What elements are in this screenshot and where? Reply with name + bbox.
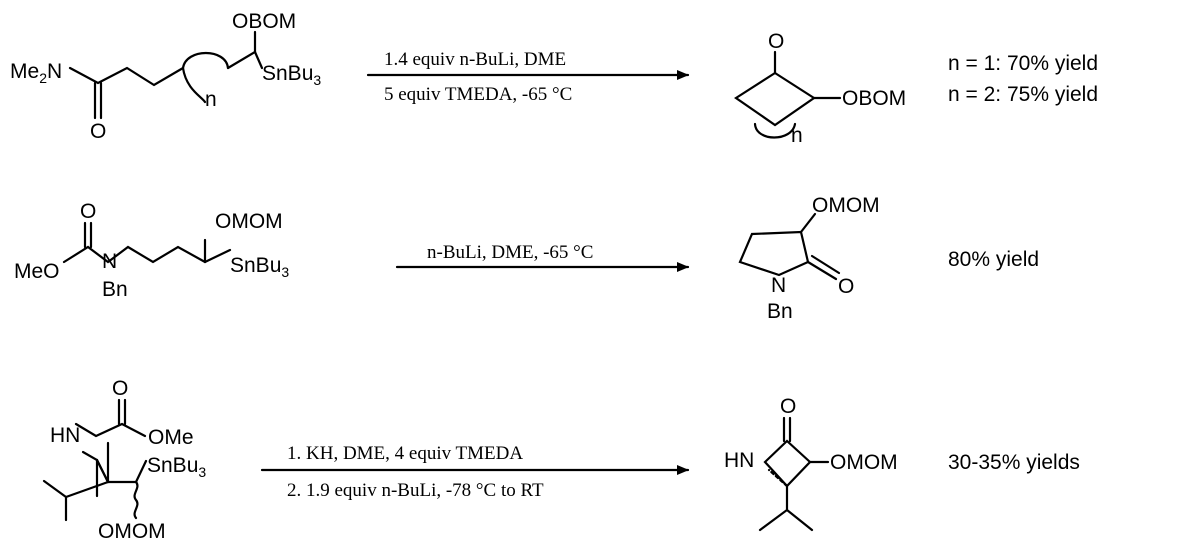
- product-carbonyl-oxygen-label: O: [838, 275, 854, 298]
- reaction-3-yields: 30-35% yields: [948, 451, 1080, 474]
- product-omom-label: OMOM: [830, 451, 898, 474]
- reaction-1-yields: n = 1: 70% yield n = 2: 75% yield: [948, 52, 1098, 106]
- nitrogen-label: N: [102, 250, 117, 273]
- obom-label: OBOM: [232, 10, 296, 33]
- product-carbonyl-oxygen-label: O: [780, 395, 796, 418]
- conditions-top: n-BuLi, DME, -65 °C: [427, 242, 593, 263]
- product-benzyl-label: Bn: [767, 300, 793, 323]
- benzyl-label: Bn: [102, 278, 128, 301]
- product-ring-size-n-label: n: [791, 124, 803, 147]
- product-obom-label: OBOM: [842, 87, 906, 110]
- product-hn-label: HN: [724, 449, 754, 472]
- product-nitrogen-label: N: [771, 274, 786, 297]
- reaction-1-product: O OBOM n: [734, 30, 906, 147]
- ring-size-n-label: n: [205, 88, 217, 111]
- conditions-top: 1.4 equiv n-BuLi, DME: [384, 49, 566, 70]
- conditions-top: 1. KH, DME, 4 equiv TMEDA: [287, 443, 523, 464]
- reaction-3-substrate: O HN OMe SnBu3 OMOM: [42, 377, 206, 543]
- omom-label: OMOM: [215, 210, 283, 233]
- yield-line: n = 1: 70% yield: [948, 52, 1098, 75]
- reaction-2: O OMOM MeO N Bn SnBu3 n-BuLi, DME, -65 °…: [14, 194, 1039, 323]
- reaction-3-arrow: 1. KH, DME, 4 equiv TMEDA 2. 1.9 equiv n…: [260, 443, 690, 501]
- snbu3-label: SnBu3: [230, 254, 289, 280]
- meo-label: MeO: [14, 260, 60, 283]
- reaction-2-yields: 80% yield: [948, 248, 1039, 271]
- snbu3-label: SnBu3: [262, 62, 321, 88]
- conditions-bottom: 2. 1.9 equiv n-BuLi, -78 °C to RT: [287, 480, 544, 501]
- omom-label: OMOM: [98, 520, 166, 543]
- product-omom-label: OMOM: [812, 194, 880, 217]
- reaction-2-product: OMOM N Bn O: [738, 194, 880, 323]
- me2n-label: Me2N: [10, 60, 62, 86]
- reaction-1-arrow: 1.4 equiv n-BuLi, DME 5 equiv TMEDA, -65…: [366, 49, 690, 105]
- carbonyl-oxygen-label: O: [80, 200, 96, 223]
- conditions-bottom: 5 equiv TMEDA, -65 °C: [384, 84, 572, 105]
- reaction-1: Me2N O OBOM SnBu3 n 1.4 equiv n-BuLi, DM…: [10, 10, 1098, 147]
- yield-line: 80% yield: [948, 248, 1039, 271]
- yield-line: n = 2: 75% yield: [948, 83, 1098, 106]
- yield-line: 30-35% yields: [948, 451, 1080, 474]
- carbonyl-oxygen-label: O: [90, 120, 106, 143]
- reaction-3: O HN OMe SnBu3 OMOM 1. KH, DME, 4 equiv …: [42, 377, 1080, 543]
- carbonyl-oxygen-label: O: [112, 377, 128, 400]
- reaction-1-substrate: Me2N O OBOM SnBu3 n: [10, 10, 321, 143]
- hn-label: HN: [50, 424, 80, 447]
- snbu3-label: SnBu3: [147, 454, 206, 480]
- product-ketone-oxygen-label: O: [768, 30, 784, 53]
- reaction-3-product: O HN OMOM: [724, 395, 898, 532]
- reaction-2-substrate: O OMOM MeO N Bn SnBu3: [14, 200, 289, 301]
- ome-label: OMe: [148, 426, 194, 449]
- reaction-2-arrow: n-BuLi, DME, -65 °C: [395, 242, 690, 272]
